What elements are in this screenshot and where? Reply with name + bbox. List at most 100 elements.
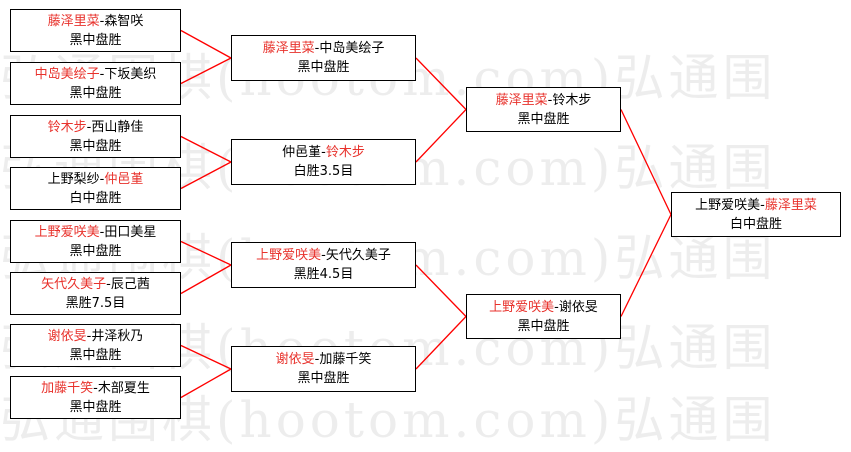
player-name: 加藤千笑 <box>319 352 372 367</box>
player-name: 森智咲 <box>104 13 144 29</box>
versus-separator: - <box>93 380 98 396</box>
versus-separator: - <box>86 328 92 344</box>
match-result: 黑中盘胜 <box>69 32 122 48</box>
round2-match-box: 谢依旻-加藤千笑黑中盘胜 <box>231 346 416 392</box>
match-players: 中岛美绘子-下坂美织 <box>11 65 180 84</box>
player-name: 铃木步 <box>552 92 592 108</box>
match-players: 藤泽里菜-铃木步 <box>467 91 620 110</box>
connector-line <box>180 240 232 266</box>
player-name: 矢代久美子 <box>325 248 391 263</box>
match-players: 上野爱咲美-谢依旻 <box>467 298 620 317</box>
connector-line <box>180 135 232 163</box>
round1-match-box: 加藤千笑-木部夏生黑中盘胜 <box>10 376 181 419</box>
match-result: 黑中盘胜 <box>297 60 350 75</box>
player-name: 下坂美织 <box>104 66 157 82</box>
versus-separator: - <box>321 248 326 263</box>
connector-line <box>180 344 232 370</box>
versus-separator: - <box>321 145 326 160</box>
match-result: 黑胜4.5目 <box>293 267 354 282</box>
player-name: 上野爱咲美 <box>695 197 761 213</box>
player-name: 仲邑堇 <box>104 171 144 187</box>
match-players: 藤泽里菜-中岛美绘子 <box>232 39 415 58</box>
player-name: 上野爱咲美 <box>34 224 100 240</box>
connector-line <box>180 57 232 85</box>
match-result: 黑胜7.5目 <box>65 295 126 311</box>
match-result: 黑中盘胜 <box>297 371 350 386</box>
player-name: 上野梨纱 <box>47 171 100 187</box>
round1-match-box: 藤泽里菜-森智咲黑中盘胜 <box>10 9 181 52</box>
player-name: 谢依旻 <box>275 352 315 367</box>
match-players: 铃木步-西山静佳 <box>11 118 180 137</box>
player-name: 藤泽里菜 <box>495 92 548 108</box>
versus-separator: - <box>554 299 559 315</box>
match-result: 黑中盘胜 <box>517 318 570 334</box>
player-name: 中岛美绘子 <box>34 66 100 82</box>
player-name: 铃木步 <box>325 145 365 160</box>
round1-match-box: 上野梨纱-仲邑堇白中盘胜 <box>10 167 181 210</box>
round2-match-box: 藤泽里菜-中岛美绘子黑中盘胜 <box>231 35 416 81</box>
match-result: 黑中盘胜 <box>69 347 122 363</box>
player-name: 上野爱咲美 <box>256 248 322 263</box>
connector-line <box>415 316 467 370</box>
player-name: 田口美星 <box>104 224 157 240</box>
connector-line <box>180 161 232 190</box>
match-players: 加藤千笑-木部夏生 <box>11 379 180 398</box>
round1-match-box: 谢依旻-井泽秋乃黑中盘胜 <box>10 324 181 367</box>
match-result: 白中盘胜 <box>69 190 122 206</box>
match-result: 黑中盘胜 <box>69 399 122 415</box>
versus-separator: - <box>314 352 320 367</box>
match-result: 黑中盘胜 <box>69 243 122 259</box>
round2-match-box: 仲邑堇-铃木步白胜3.5目 <box>231 139 416 185</box>
match-players: 矢代久美子-辰己茜 <box>11 275 180 294</box>
player-name: 西山静佳 <box>91 119 144 135</box>
versus-separator: - <box>547 92 553 108</box>
player-name: 仲邑堇 <box>282 145 322 160</box>
semifinal-match-box: 藤泽里菜-铃木步黑中盘胜 <box>466 87 621 132</box>
match-result: 黑中盘胜 <box>69 138 122 154</box>
match-players: 上野梨纱-仲邑堇 <box>11 170 180 189</box>
player-name: 矢代久美子 <box>41 276 107 292</box>
versus-separator: - <box>99 224 105 240</box>
connector-line <box>180 368 232 399</box>
match-players: 藤泽里菜-森智咲 <box>11 12 180 31</box>
player-name: 谢依旻 <box>47 328 87 344</box>
round2-match-box: 上野爱咲美-矢代久美子黑胜4.5目 <box>231 242 416 288</box>
final-match-box: 上野爱咲美-藤泽里菜白中盘胜 <box>671 192 841 237</box>
player-name: 藤泽里菜 <box>764 197 817 213</box>
player-name: 藤泽里菜 <box>47 13 100 29</box>
connector-line <box>415 264 467 317</box>
player-name: 中岛美绘子 <box>319 41 385 56</box>
player-name: 加藤千笑 <box>41 380 94 396</box>
versus-separator: - <box>760 197 765 213</box>
match-result: 黑中盘胜 <box>517 111 570 127</box>
connector-line <box>180 264 232 295</box>
connector-line <box>620 214 672 317</box>
match-players: 谢依旻-加藤千笑 <box>232 350 415 369</box>
match-players: 仲邑堇-铃木步 <box>232 143 415 162</box>
versus-separator: - <box>99 66 105 82</box>
player-name: 辰己茜 <box>110 276 150 292</box>
match-players: 上野爱咲美-田口美星 <box>11 223 180 242</box>
versus-separator: - <box>99 13 105 29</box>
round1-match-box: 上野爱咲美-田口美星黑中盘胜 <box>10 220 181 263</box>
connector-line <box>180 29 232 59</box>
match-players: 上野爱咲美-藤泽里菜 <box>672 196 840 215</box>
match-result: 白胜3.5目 <box>293 164 354 179</box>
connector-line <box>620 109 672 215</box>
player-name: 木部夏生 <box>97 380 150 396</box>
versus-separator: - <box>99 171 105 187</box>
match-result: 黑中盘胜 <box>69 85 122 101</box>
match-players: 上野爱咲美-矢代久美子 <box>232 246 415 265</box>
round1-match-box: 铃木步-西山静佳黑中盘胜 <box>10 115 181 158</box>
player-name: 铃木步 <box>47 119 87 135</box>
connector-line <box>415 57 467 110</box>
round1-match-box: 矢代久美子-辰己茜黑胜7.5目 <box>10 272 181 315</box>
semifinal-match-box: 上野爱咲美-谢依旻黑中盘胜 <box>466 294 621 339</box>
connector-line <box>415 109 467 163</box>
versus-separator: - <box>86 119 92 135</box>
versus-separator: - <box>314 41 320 56</box>
player-name: 上野爱咲美 <box>489 299 555 315</box>
round1-match-box: 中岛美绘子-下坂美织黑中盘胜 <box>10 62 181 105</box>
match-players: 谢依旻-井泽秋乃 <box>11 327 180 346</box>
player-name: 井泽秋乃 <box>91 328 144 344</box>
